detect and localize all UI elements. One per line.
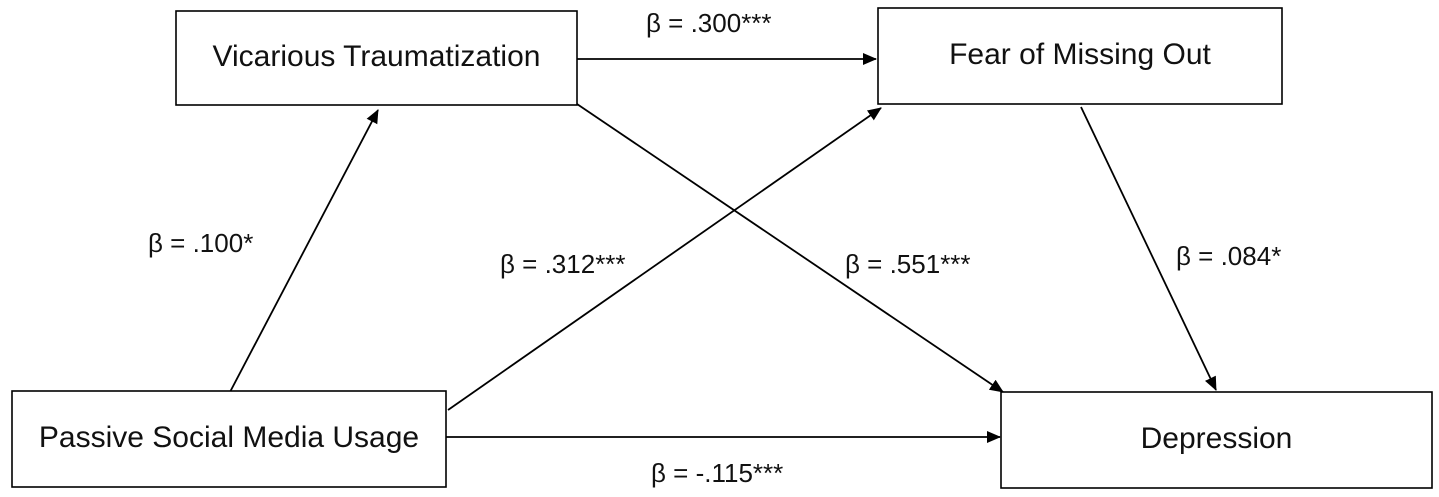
node-label-vicarious-traumatization: Vicarious Traumatization [213, 40, 541, 73]
arrow-fomo-to-depression [1080, 106, 1217, 391]
node-box [1000, 391, 1433, 489]
edge-label-passive-to-fomo: β = .312*** [500, 249, 626, 279]
node-label-depression: Depression [1141, 422, 1293, 455]
edge-passive-to-vicarious [229, 109, 379, 393]
edge-passive-to-fomo [447, 107, 882, 411]
edge-fomo-to-depression [1080, 106, 1217, 391]
arrow-vicarious-to-depression [576, 103, 1004, 393]
edge-label-passive-to-vicarious: β = .100* [148, 228, 253, 258]
edge-label-passive-to-depression: β = -.115*** [651, 458, 783, 488]
node-depression: Depression [1000, 391, 1433, 489]
node-vicarious-traumatization: Vicarious Traumatization [175, 10, 578, 106]
node-fear-of-missing-out: Fear of Missing Out [877, 7, 1283, 105]
node-box [11, 390, 447, 488]
edge-label-vicarious-to-depression: β = .551*** [845, 249, 971, 279]
node-passive-social-media-usage: Passive Social Media Usage [11, 390, 447, 488]
node-box [175, 10, 578, 106]
edge-label-vicarious-to-fomo: β = .300*** [646, 8, 772, 38]
node-label-passive-social-media-usage: Passive Social Media Usage [39, 421, 419, 454]
node-box [877, 7, 1283, 105]
edge-label-fomo-to-depression: β = .084* [1176, 241, 1281, 271]
arrow-passive-to-fomo [447, 107, 882, 411]
arrow-passive-to-vicarious [229, 109, 379, 393]
node-label-fear-of-missing-out: Fear of Missing Out [949, 38, 1211, 71]
edge-vicarious-to-depression [576, 103, 1004, 393]
